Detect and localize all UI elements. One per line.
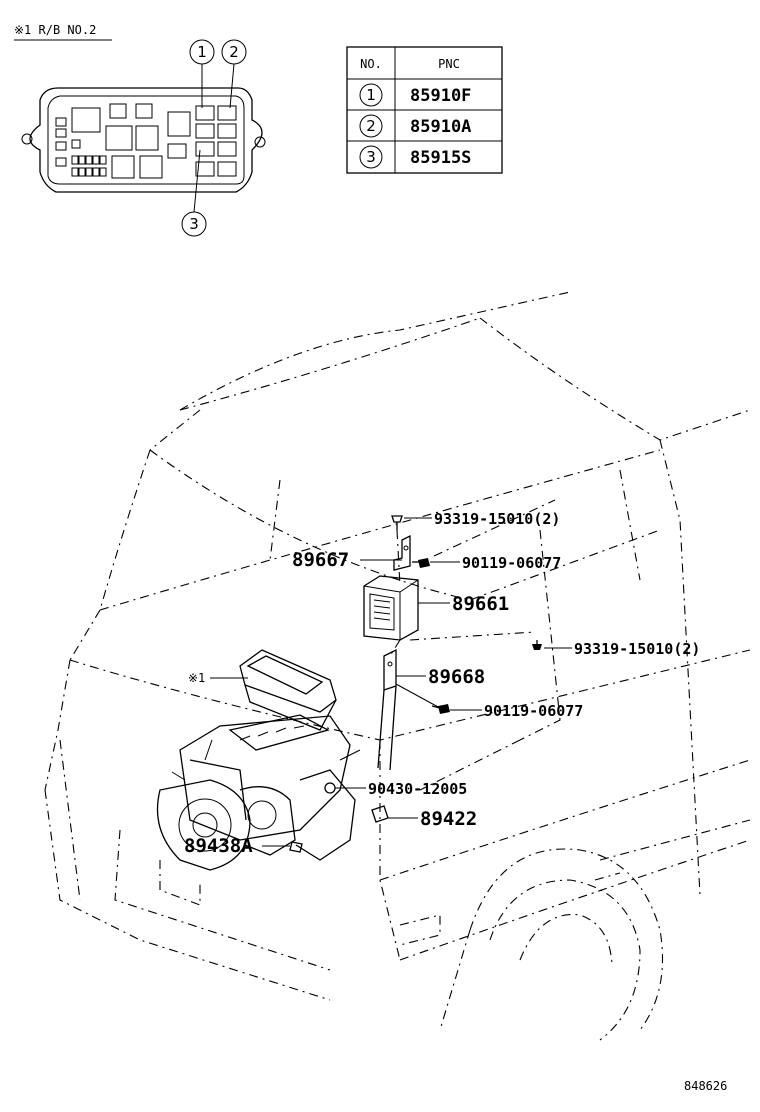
callout-2-label: 2 — [229, 43, 239, 61]
callout-3-label: 3 — [189, 215, 199, 233]
bracket-upper — [393, 534, 411, 571]
relay-block-diagram — [21, 63, 266, 213]
engine-illustration — [156, 714, 361, 871]
sensor-a-icon — [289, 841, 303, 853]
bolt-upper-icon — [412, 558, 430, 568]
diagram-code: 848626 — [684, 1079, 727, 1093]
part-label-sensor: 89422 — [420, 808, 477, 830]
table-row: 2 85910A — [359, 114, 471, 138]
bracket-lower — [377, 648, 397, 771]
ecu-module — [363, 575, 419, 641]
screw-lower-icon — [532, 640, 542, 650]
callout-3: 3 — [181, 211, 207, 237]
part-label-bolt-lower: 90119-06077 — [484, 702, 583, 720]
part-label-bracket-lower: 89668 — [428, 666, 485, 688]
callout-1: 1 — [189, 39, 215, 65]
header-label: ※1 R/B NO.2 — [14, 23, 96, 37]
part-label-ecu: 89661 — [452, 593, 509, 615]
vehicle-outline — [44, 291, 751, 1041]
part-label-screw-lower: 93319-15010(2) — [574, 640, 700, 658]
pnc-table: NO. PNC 1 85910F 2 85910A 3 85915S — [346, 46, 503, 174]
screw-upper-icon — [391, 515, 403, 530]
part-label-screw-upper: 93319-15010(2) — [434, 510, 560, 528]
table-header-no: NO. — [360, 57, 382, 71]
table-row-no: 3 — [366, 148, 376, 166]
table-row-pnc: 85910F — [410, 86, 471, 106]
relay-box-ref-label: ※1 — [188, 671, 205, 685]
table-row: 1 85910F — [359, 83, 471, 107]
callout-2: 2 — [221, 39, 247, 65]
callout-1-label: 1 — [197, 43, 207, 61]
relay-box-on-engine — [239, 649, 337, 731]
part-label-bolt-upper: 90119-06077 — [462, 554, 561, 572]
part-label-gasket: 90430-12005 — [368, 780, 467, 798]
part-label-bracket-upper: 89667 — [292, 549, 349, 571]
gasket-icon — [324, 782, 336, 794]
table-row-pnc: 85910A — [410, 117, 471, 137]
table-row-no: 2 — [366, 117, 376, 135]
table-header-pnc: PNC — [438, 57, 460, 71]
table-row-no: 1 — [366, 86, 376, 104]
table-row: 3 85915S — [359, 145, 471, 169]
part-label-sensor-a: 89438A — [184, 835, 253, 857]
table-row-pnc: 85915S — [410, 148, 471, 168]
